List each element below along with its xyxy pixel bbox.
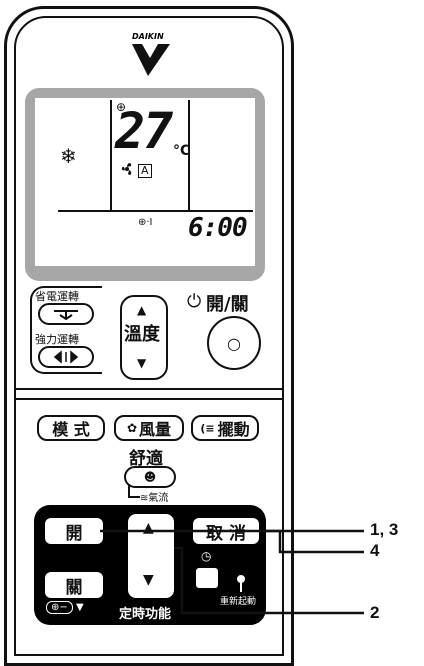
- comfort-button[interactable]: ☻: [124, 466, 176, 488]
- reset-label[interactable]: 重新起動: [220, 597, 257, 607]
- temp-label: 溫度: [124, 324, 160, 345]
- timer-adjust-button[interactable]: [128, 514, 174, 598]
- onoff-label: 開/關: [206, 294, 249, 315]
- temperature-readout: 27: [115, 102, 173, 160]
- timer-off-button[interactable]: 關: [45, 572, 103, 598]
- lcd-divider: [110, 100, 112, 210]
- timer-extra-icon: ⊕− ▼: [46, 601, 96, 616]
- reset-pin-stem: [240, 582, 242, 592]
- fan-button-icon: ✿: [126, 421, 138, 435]
- mode-button[interactable]: 模 式: [37, 415, 105, 441]
- timer-on-button[interactable]: 開: [45, 518, 103, 544]
- lcd-divider: [188, 100, 190, 210]
- timer-down-arrow[interactable]: ▼: [143, 572, 154, 588]
- clock-icon: ◷: [201, 549, 212, 563]
- swing-icon: (≡: [200, 421, 215, 435]
- callout-4: 4: [370, 541, 380, 560]
- callout-lines: [100, 529, 364, 615]
- power-icon: ⏻: [187, 291, 202, 312]
- fan-icon: [118, 160, 136, 178]
- cancel-label: 取 消: [206, 523, 246, 544]
- callout-2: 2: [370, 603, 380, 622]
- lcd-divider: [58, 210, 253, 212]
- econo-label: 省電運轉: [35, 290, 79, 303]
- econo-icon: [54, 310, 78, 320]
- mode-label: 模 式: [52, 420, 90, 439]
- swing-button[interactable]: (≡擺動: [191, 415, 259, 441]
- temp-up-arrow[interactable]: ▲: [137, 303, 147, 317]
- panel-divider: [14, 398, 284, 400]
- timer-on-label: 開: [65, 523, 83, 544]
- panel-divider: [14, 388, 284, 390]
- fan-button[interactable]: ✿風量: [114, 415, 184, 441]
- temperature-unit: °C: [173, 143, 191, 159]
- comfort-connector: [128, 484, 140, 498]
- reset-pin-icon: [237, 575, 245, 583]
- timer-indicator-icon: ⊕·I: [138, 217, 153, 228]
- clock-set-button[interactable]: [196, 568, 218, 588]
- callout-1-3: 1, 3: [370, 520, 399, 539]
- powerful-icon: [53, 350, 79, 364]
- comfort-label: 舒適: [129, 449, 163, 469]
- fan-mode-indicator: A: [138, 164, 152, 178]
- timer-off-label: 關: [65, 577, 83, 598]
- powerful-button[interactable]: [38, 346, 94, 368]
- cool-mode-icon: ❄: [60, 144, 77, 168]
- onoff-button[interactable]: ○: [207, 316, 261, 370]
- timer-up-arrow[interactable]: ▲: [143, 520, 154, 536]
- daikin-logo: DAIKIN: [128, 30, 178, 80]
- left-bracket: [30, 286, 102, 374]
- lcd-screen: [35, 98, 255, 266]
- temperature-button[interactable]: [120, 295, 168, 380]
- comfort-icon: ☻: [143, 470, 157, 484]
- powerful-label: 強力運轉: [35, 333, 79, 346]
- timer-readout: 6:00: [188, 213, 248, 243]
- swing-label: 擺動: [217, 420, 250, 439]
- temp-marker-icon: ⊕: [116, 100, 127, 114]
- fan-label: 風量: [139, 420, 172, 439]
- svg-text:DAIKIN: DAIKIN: [132, 32, 164, 41]
- econo-button[interactable]: [38, 303, 94, 325]
- timer-function-label: 定時功能: [119, 607, 172, 622]
- onoff-inner-icon: ○: [227, 333, 241, 353]
- comfort-sub-label: ≋氣流: [140, 493, 169, 504]
- timer-extra-arrow: ▼: [75, 602, 84, 613]
- temp-down-arrow[interactable]: ▼: [137, 356, 147, 370]
